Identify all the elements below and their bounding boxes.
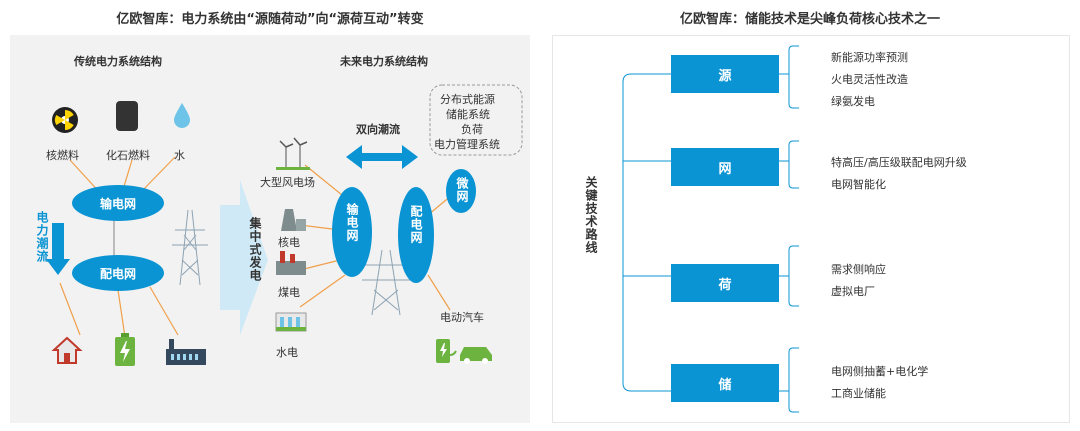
group-grid-box: 网 [671, 148, 779, 186]
factory-icon [166, 339, 206, 365]
radiation-icon [52, 107, 78, 133]
tech-route-panel: 关键技术路线 源 网 荷 储 新能源功率预测 火电灵活性改造 绿氨发电 特高压/… [552, 35, 1070, 423]
water-drop-icon [172, 101, 192, 129]
distributed-line-1: 分布式能源 [440, 93, 495, 106]
wind-turbine-icon [276, 135, 310, 171]
right-chart-title: 亿欧智库：储能技术是尖峰负荷核心技术之一 [679, 12, 940, 27]
tower-icon-center [362, 249, 410, 316]
group-storage-box: 储 [671, 364, 779, 402]
transmission-grid-future-label: 输电网 [345, 203, 359, 242]
source-item-2: 火电灵活性改造 [831, 73, 908, 86]
load-item-2: 虚拟电厂 [831, 285, 875, 298]
grid-item-2: 电网智能化 [831, 178, 886, 191]
transmission-grid-traditional: 输电网 [72, 185, 164, 221]
source-nuclear-label: 核燃料 [46, 149, 79, 162]
transmission-grid-future [332, 187, 372, 277]
hydro-plant-icon [275, 307, 307, 332]
future-heading: 未来电力系统结构 [340, 55, 428, 68]
left-chart-title: 亿欧智库：电力系统由“源随荷动”向“源荷互动”转变 [116, 12, 424, 27]
flow-arrow-shaft [52, 223, 64, 261]
ev-charging-icon [434, 335, 496, 365]
distribution-grid-traditional: 配电网 [72, 255, 164, 291]
battery-icon [114, 333, 136, 367]
generator-coal-label: 煤电 [278, 286, 300, 299]
generator-wind-label: 大型风电场 [260, 176, 315, 189]
storage-item-2: 工商业储能 [831, 387, 886, 400]
microgrid-label: 微网 [455, 177, 469, 203]
centralized-generation-label: 集中式发电 [248, 217, 262, 282]
tower-icon-left [172, 209, 208, 286]
key-route-label: 关键技术路线 [584, 176, 598, 254]
grid-item-1: 特高压/高压级联配电网升级 [831, 156, 967, 169]
distribution-grid-future-label: 配电网 [409, 205, 423, 244]
bracket-connectors [622, 45, 799, 413]
storage-item-1: 电网侧抽蓄+电化学 [831, 365, 929, 378]
left-connectors [46, 84, 523, 338]
distributed-line-4: 电力管理系统 [434, 138, 500, 151]
central-arrow-shape [220, 180, 268, 335]
generator-hydro-label: 水电 [276, 346, 298, 359]
oil-barrel-icon [116, 101, 138, 131]
ev-label: 电动汽车 [440, 311, 484, 324]
distribution-grid-future [398, 187, 434, 283]
nuclear-plant-icon [278, 205, 306, 231]
source-fossil-label: 化石燃料 [106, 149, 150, 162]
bidirectional-flow-label: 双向潮流 [356, 123, 400, 136]
traditional-heading: 传统电力系统结构 [74, 55, 162, 68]
source-item-1: 新能源功率预测 [831, 51, 908, 64]
flow-arrow-head [46, 259, 70, 275]
power-system-panel: 传统电力系统结构 核燃料 化石燃料 水 输电网 配电网 电力潮流 集中式发电 未… [10, 35, 530, 423]
microgrid [446, 169, 476, 213]
source-item-3: 绿氨发电 [831, 95, 875, 108]
distributed-line-2: 储能系统 [446, 108, 490, 121]
load-item-1: 需求侧响应 [831, 263, 886, 276]
bidirectional-arrow [346, 145, 418, 169]
coal-plant-icon [276, 251, 306, 275]
house-icon [51, 335, 83, 365]
distributed-line-3: 负荷 [461, 123, 483, 136]
group-load-box: 荷 [671, 264, 779, 302]
group-source-box: 源 [671, 55, 779, 93]
source-water-label: 水 [174, 149, 185, 162]
generator-nuclear-label: 核电 [278, 236, 300, 249]
power-flow-label: 电力潮流 [35, 211, 49, 263]
